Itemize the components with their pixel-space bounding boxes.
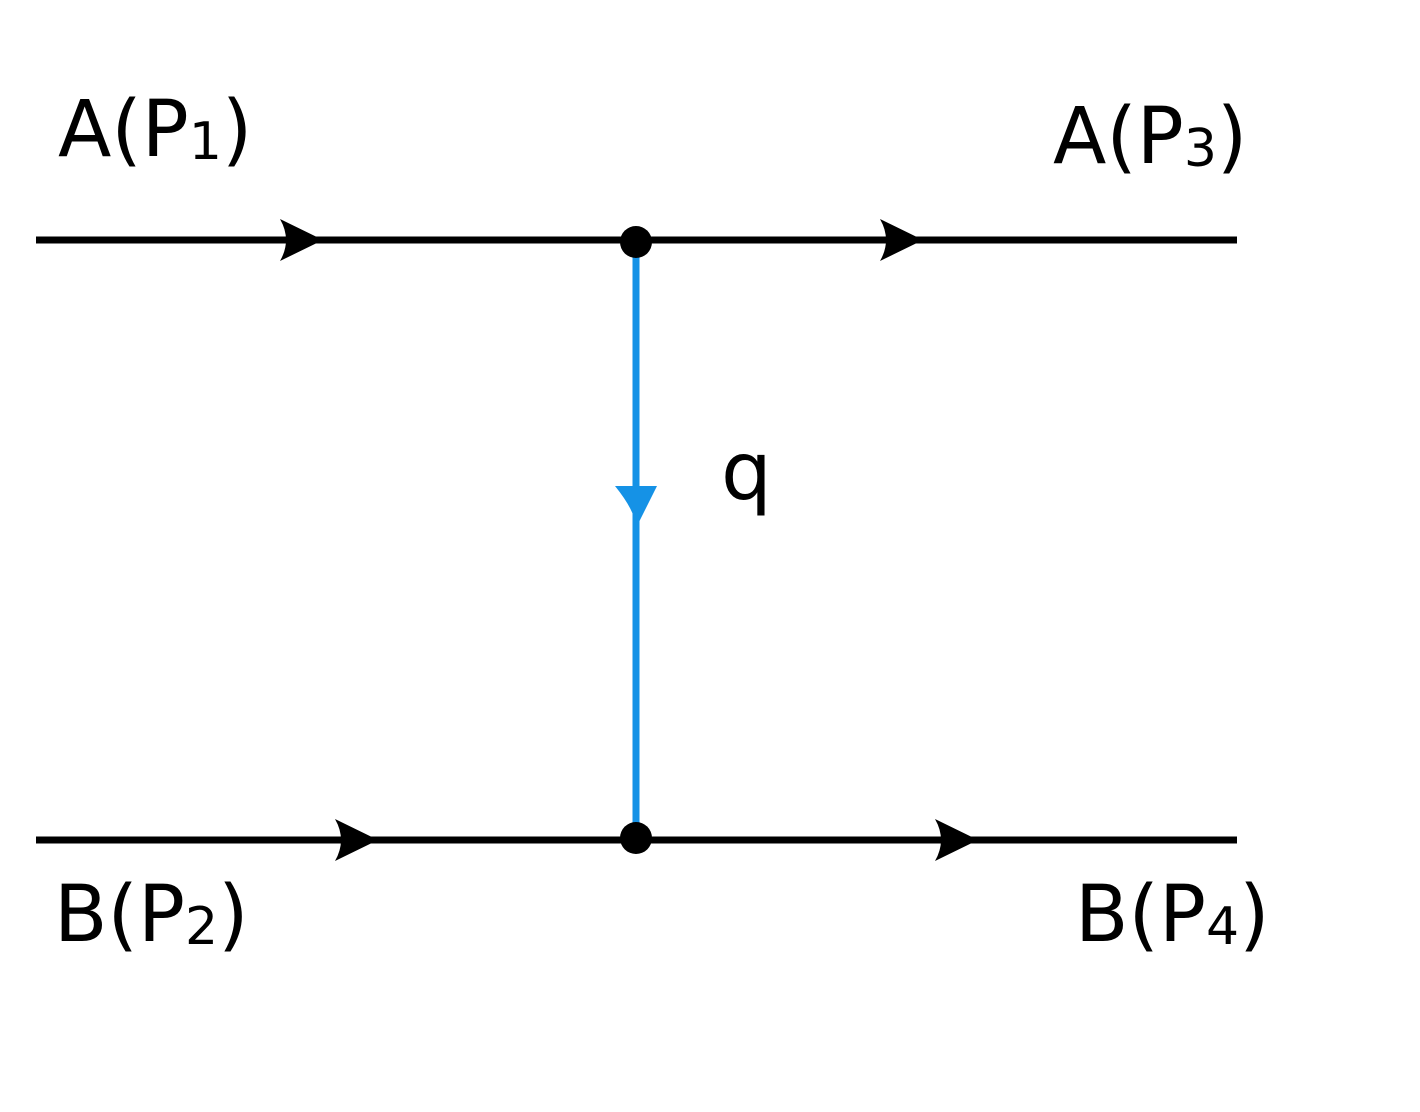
label-a-outgoing: A(P3) xyxy=(1053,92,1247,182)
label-b-incoming: B(P2) xyxy=(54,870,249,960)
label-a-incoming-close: ) xyxy=(222,85,252,175)
label-b-incoming-main: B(P xyxy=(54,870,185,960)
arrow-b-outgoing xyxy=(935,819,978,861)
label-b-outgoing-main: B(P xyxy=(1075,870,1206,960)
arrow-propagator xyxy=(615,486,657,528)
label-a-incoming-subscript: 1 xyxy=(189,112,222,172)
label-propagator-q: q xyxy=(721,425,772,518)
arrow-b-incoming xyxy=(335,819,378,861)
arrow-a-incoming xyxy=(280,219,323,261)
label-a-incoming-main: A(P xyxy=(58,85,189,175)
label-b-outgoing: B(P4) xyxy=(1075,870,1270,960)
vertex-bottom xyxy=(620,822,652,854)
label-b-outgoing-close: ) xyxy=(1239,870,1269,960)
arrow-a-outgoing xyxy=(880,219,923,261)
label-a-outgoing-subscript: 3 xyxy=(1184,119,1217,179)
label-a-outgoing-close: ) xyxy=(1217,92,1247,182)
label-b-outgoing-subscript: 4 xyxy=(1206,897,1239,957)
label-a-outgoing-main: A(P xyxy=(1053,92,1184,182)
label-a-incoming: A(P1) xyxy=(58,85,252,175)
label-b-incoming-subscript: 2 xyxy=(185,897,218,957)
label-b-incoming-close: ) xyxy=(218,870,248,960)
vertex-top xyxy=(620,226,652,258)
